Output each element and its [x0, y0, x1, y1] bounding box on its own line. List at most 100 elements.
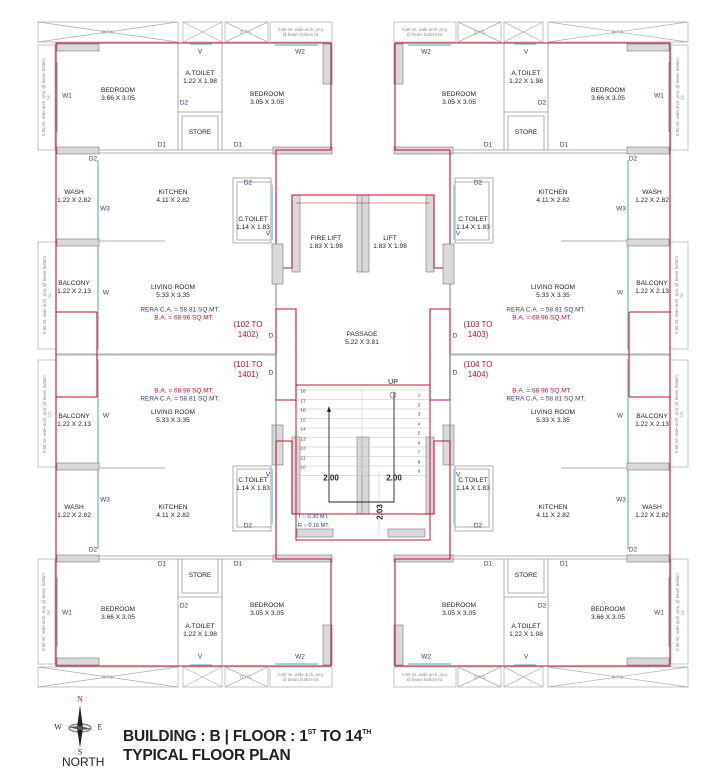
- opening-tag: D2: [537, 602, 547, 610]
- opening-tag: V: [523, 653, 529, 661]
- dim-left: 2.00: [323, 473, 339, 483]
- opening-tag: W: [102, 289, 110, 297]
- room-name: LIVING ROOM: [531, 284, 575, 291]
- opening-tag: D2: [179, 99, 189, 107]
- room-name: BEDROOM: [249, 91, 285, 98]
- room-name: C.TOILET: [458, 477, 488, 484]
- stair-up-label: UP: [388, 379, 398, 386]
- room-size: 3.66 X 3.05: [591, 614, 625, 621]
- opening-tag: W1: [62, 609, 72, 617]
- stair-step-number: 3: [417, 412, 421, 418]
- opening-tag: D2: [243, 522, 253, 530]
- stair-step-number: 10: [300, 465, 306, 471]
- room-size: 3.05 X 3.05: [442, 610, 476, 617]
- room-size: 3.66 X 3.05: [101, 614, 135, 621]
- stair-step-number: 11: [300, 456, 306, 461]
- stair-drawing: [295, 202, 431, 541]
- room-name: STORE: [514, 572, 538, 579]
- arch-projection-note: 0.60 mt. wide arch. proj. @ beam bottom …: [675, 573, 685, 651]
- tread-note: T :- 0.30 MT.: [298, 514, 329, 520]
- opening-tag: D2: [88, 155, 98, 163]
- compass-e: E: [97, 722, 103, 732]
- plan-title: BUILDING : B | FLOOR : 1ST TO 14TH TYPIC…: [123, 723, 371, 765]
- opening-tag: V: [197, 653, 203, 661]
- room-size: 5.33 X 3.35: [156, 417, 190, 424]
- opening-tag: D2: [628, 546, 638, 554]
- riser-note: R :- 0.16 MT.: [298, 523, 330, 529]
- room-name: LIVING ROOM: [531, 409, 575, 416]
- opening-tag: D2: [88, 546, 98, 554]
- room-name: A.TOILET: [185, 70, 215, 77]
- opening-tag: D2: [537, 99, 547, 107]
- room-name: A.TOILET: [185, 623, 215, 630]
- stair-step-number: 12: [300, 446, 306, 452]
- opening-tag: W2: [295, 653, 305, 661]
- opening-tag: W2: [421, 48, 431, 56]
- unit-number-range: (104 TO 1404): [463, 360, 493, 379]
- room-name: BEDROOM: [590, 87, 626, 94]
- ots-label: O.T.S.: [101, 674, 115, 680]
- opening-tag: W1: [654, 609, 664, 617]
- room-size: 1.22 X 1.98: [183, 78, 217, 85]
- built-up-area: B.A. = 68.96 SQ.MT.: [512, 314, 572, 322]
- ots-label: O.T.S.: [473, 29, 487, 35]
- room-name: BEDROOM: [590, 606, 626, 613]
- stair-step-number: 16: [300, 408, 306, 414]
- room-size: 1.22 X 1.98: [509, 78, 543, 85]
- room-name: BALCONY: [58, 413, 90, 420]
- room-name: C.TOILET: [238, 216, 268, 223]
- room-name: C.TOILET: [458, 216, 488, 223]
- room-size: 1.14 X 1.83: [456, 224, 490, 231]
- stair-step-number: 18: [300, 389, 306, 395]
- title-prefix: BUILDING : B | FLOOR : 1: [123, 728, 308, 745]
- opening-tag: V: [197, 48, 203, 56]
- room-size: 1.22 X 2.82: [635, 512, 669, 519]
- stair-step-number: 1: [417, 393, 421, 399]
- room-name: WASH: [64, 504, 84, 511]
- opening-tag: D1: [483, 141, 493, 149]
- room-name: STORE: [188, 572, 212, 579]
- stair-step-number: 7: [417, 450, 421, 456]
- stair-step-number: 5: [417, 431, 421, 437]
- north-label: NORTH: [62, 755, 105, 769]
- room-size: 5.33 X 3.35: [536, 417, 570, 424]
- opening-tag: W1: [654, 92, 664, 100]
- opening-tag: D1: [559, 560, 569, 568]
- opening-tag: D1: [483, 560, 493, 568]
- arch-projection-note: 0.60 mt. wide arch. proj. @ beam bottom …: [278, 27, 324, 37]
- opening-tag: W3: [616, 205, 626, 213]
- room-name: STORE: [514, 129, 538, 136]
- stair-step-number: 14: [300, 427, 306, 433]
- room-name: BEDROOM: [249, 602, 285, 609]
- ots-label: O.T.S.: [239, 29, 253, 35]
- opening-tag: W2: [295, 48, 305, 56]
- room-size: 1.22 X 1.98: [183, 631, 217, 638]
- arch-projection-note: 0.60 mt. wide arch. proj. @ beam bottom …: [675, 58, 685, 136]
- stair-step-number: 8: [417, 460, 421, 465]
- room-name: LIVING ROOM: [151, 409, 195, 416]
- opening-tag: W3: [616, 496, 626, 504]
- dim-vertical: 2.03: [375, 504, 385, 520]
- title-sup-1: ST: [307, 729, 317, 736]
- room-size: 1.14 X 1.83: [236, 224, 270, 231]
- room-size: 1.22 X 2.13: [57, 288, 91, 295]
- arch-projection-note: 0.60 mt. wide arch. proj. @ beam bottom …: [41, 58, 51, 136]
- room-label-store: STORE: [189, 129, 212, 137]
- arch-projection-note: 0.60 mt. wide arch. proj. @ beam bottom …: [42, 375, 52, 453]
- room-label-store: STORE: [515, 129, 538, 137]
- room-size: 1.14 X 1.83: [456, 485, 490, 492]
